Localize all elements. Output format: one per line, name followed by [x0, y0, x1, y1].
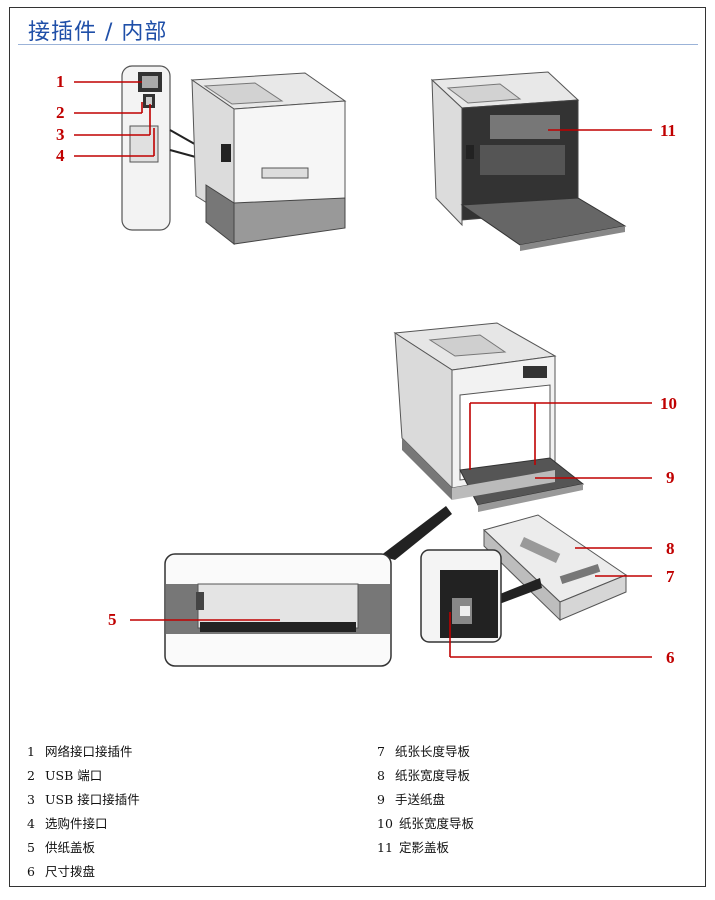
callout-3: 3 — [56, 125, 65, 144]
title-rule — [18, 44, 698, 45]
callout-5: 5 — [108, 610, 117, 629]
callout-leaders — [74, 81, 652, 658]
printer-front-illustration — [393, 322, 585, 512]
callout-8: 8 — [666, 539, 675, 558]
callout-1: 1 — [56, 72, 65, 91]
callout-2: 2 — [56, 103, 65, 122]
printer-fuser-illustration — [430, 71, 627, 251]
callout-4: 4 — [56, 146, 65, 165]
callout-11: 11 — [660, 121, 677, 140]
callout-6: 6 — [666, 648, 675, 667]
callout-7: 7 — [666, 567, 675, 586]
page-title: 接插件 / 内部 — [28, 20, 168, 45]
feed-cover-detail — [164, 506, 452, 667]
callout-10: 10 — [660, 394, 677, 413]
page-border — [9, 7, 706, 887]
printer-rear-illustration — [121, 65, 347, 246]
callout-9: 9 — [666, 468, 675, 487]
cassette-illustration — [420, 514, 628, 643]
